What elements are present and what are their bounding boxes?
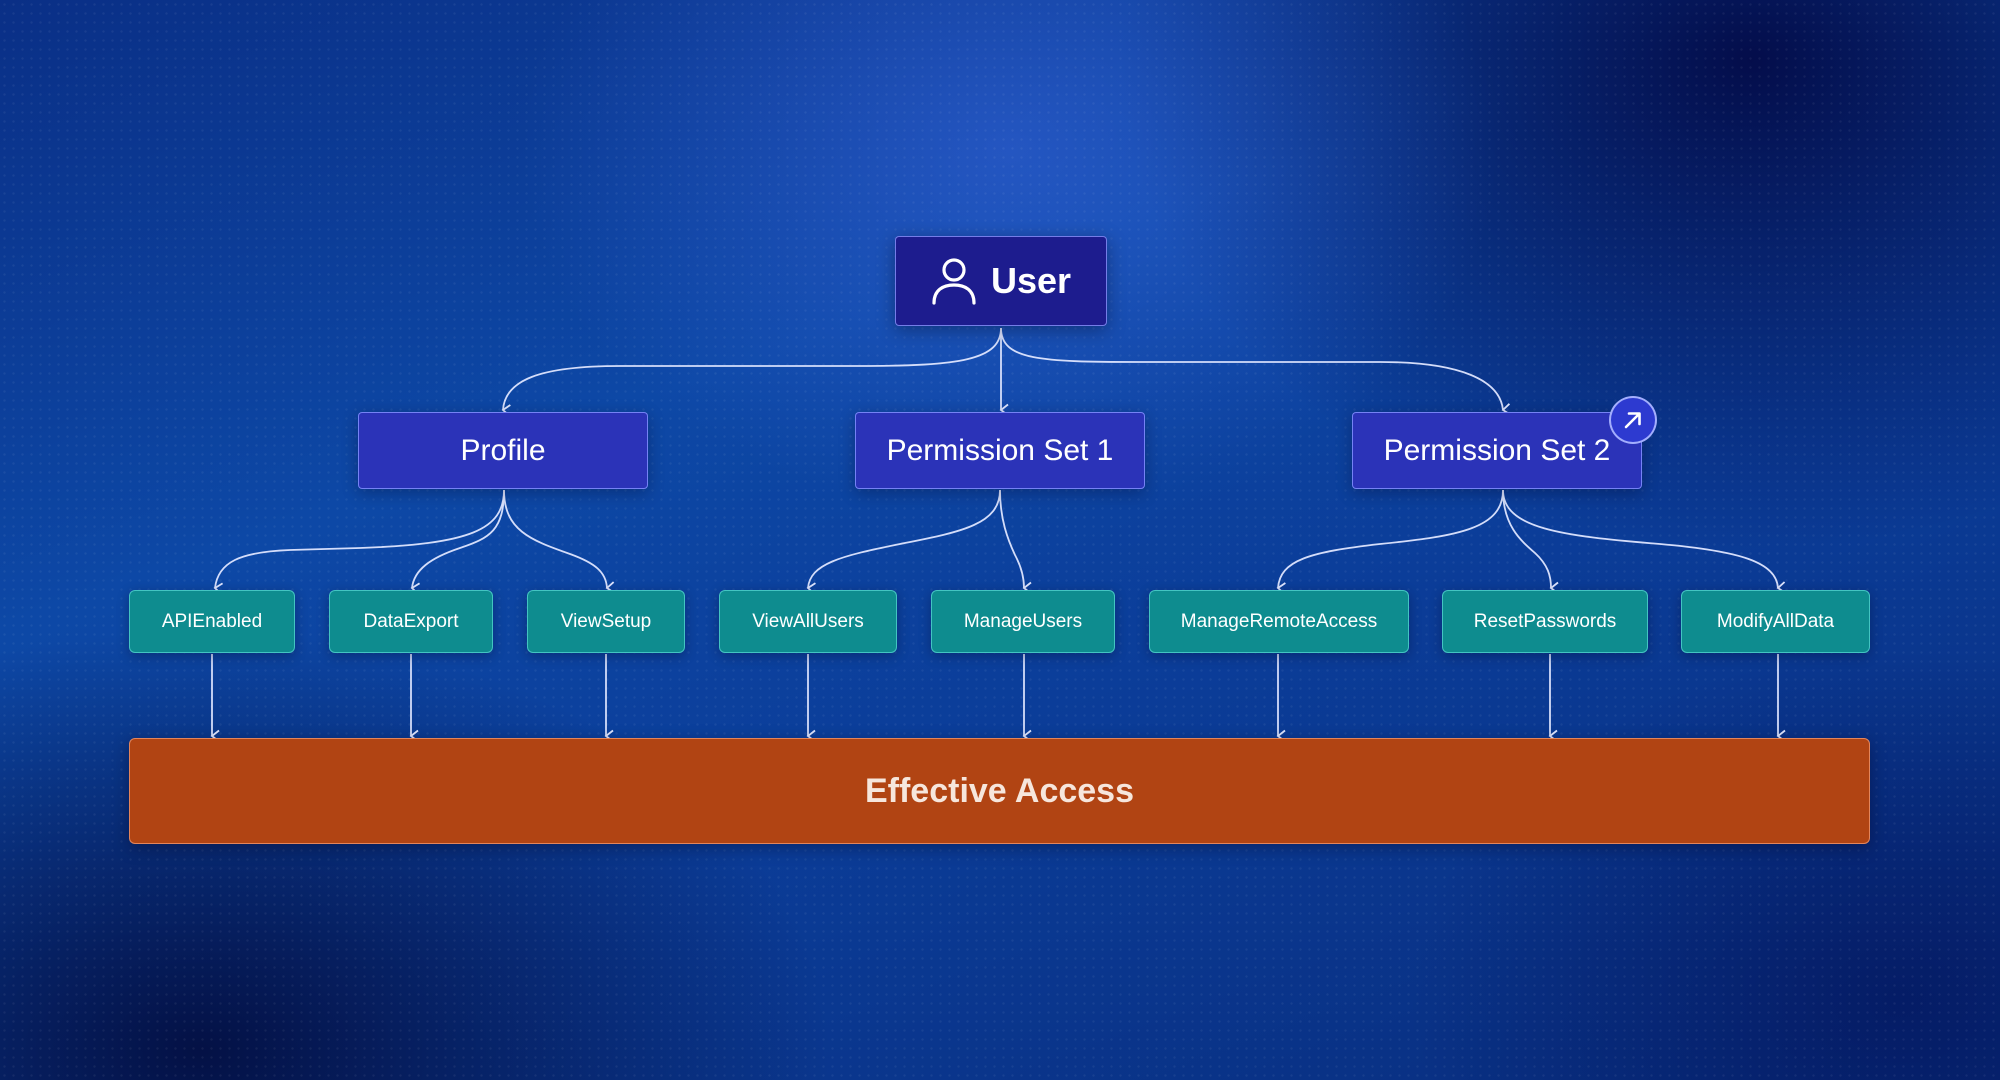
- permission-set-2-label: Permission Set 2: [1383, 433, 1611, 467]
- connector-user-profile: [501, 327, 1002, 417]
- effective-access-label: Effective Access: [864, 771, 1134, 810]
- connector-permset2-modifyalldata: [1502, 489, 1786, 594]
- permission-modifyalldata[interactable]: ModifyAllData: [1681, 590, 1870, 653]
- permission-label: ViewAllUsers: [752, 610, 864, 632]
- permission-label: ManageRemoteAccess: [1180, 610, 1378, 632]
- permission-set-2-node[interactable]: Permission Set 2: [1352, 412, 1642, 489]
- permission-dataexport[interactable]: DataExport: [329, 590, 493, 653]
- connector-profile-dataexport: [410, 489, 505, 595]
- permission-viewallusers[interactable]: ViewAllUsers: [719, 590, 897, 653]
- connector-permset2-resetpasswords: [1502, 489, 1559, 595]
- connector-permset2-manageremoteaccess: [1276, 489, 1504, 595]
- connector-profile-apienabled: [213, 489, 505, 595]
- permission-apienabled[interactable]: APIEnabled: [129, 590, 295, 653]
- connector-permset1-manageusers: [999, 489, 1032, 595]
- user-icon: [931, 256, 977, 306]
- permission-viewsetup[interactable]: ViewSetup: [527, 590, 685, 653]
- permission-set-1-node[interactable]: Permission Set 1: [855, 412, 1145, 489]
- permission-label: ResetPasswords: [1473, 610, 1617, 632]
- permission-label: ModifyAllData: [1716, 610, 1835, 632]
- connector-user-permset2: [1000, 327, 1512, 416]
- permission-resetpasswords[interactable]: ResetPasswords: [1442, 590, 1648, 653]
- effective-access-bar[interactable]: Effective Access: [129, 738, 1870, 844]
- permission-label: ViewSetup: [560, 610, 652, 632]
- profile-node[interactable]: Profile: [358, 412, 648, 489]
- permission-label: ManageUsers: [963, 610, 1083, 632]
- permission-manageusers[interactable]: ManageUsers: [931, 590, 1115, 653]
- profile-label: Profile: [460, 433, 546, 467]
- external-link-badge[interactable]: [1609, 396, 1657, 444]
- permission-manageremoteaccess[interactable]: ManageRemoteAccess: [1149, 590, 1409, 653]
- connector-profile-viewsetup: [503, 489, 615, 594]
- user-node[interactable]: User: [895, 236, 1107, 326]
- connector-permset1-viewallusers: [806, 489, 1001, 595]
- permission-label: DataExport: [363, 610, 459, 632]
- permission-set-1-label: Permission Set 1: [886, 433, 1114, 467]
- user-label: User: [990, 260, 1072, 301]
- permission-label: APIEnabled: [161, 610, 263, 632]
- arrow-up-right-icon: [1624, 412, 1641, 429]
